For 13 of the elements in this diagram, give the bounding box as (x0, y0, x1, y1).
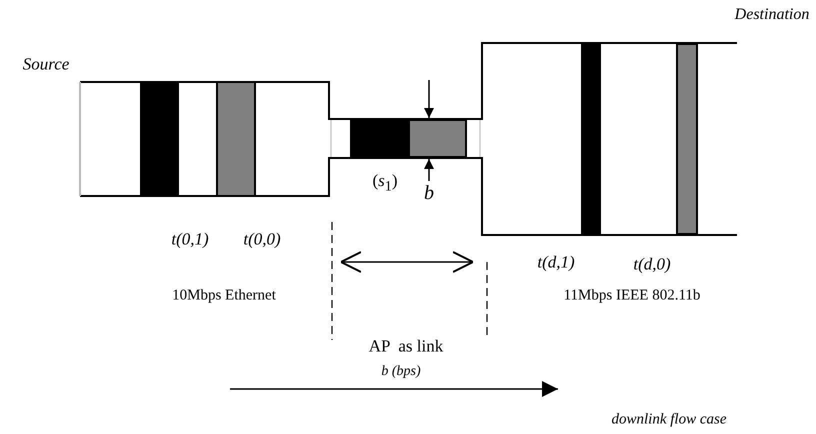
packet-time-label: t(0,1) (171, 230, 209, 248)
packet-time-label: t(d,1) (537, 254, 575, 270)
endpoint-label: Destination (734, 7, 810, 23)
endpoint-label: Source (22, 56, 70, 72)
link-label: AP as link (368, 338, 444, 354)
rate-label: b (bps) (381, 365, 421, 379)
packet-time-label: t(d,0) (633, 256, 671, 272)
packet-time-label: t(0,0) (243, 230, 281, 248)
segment-label: (s$_{1}$) (372, 172, 398, 194)
flow-label: downlink flow case (612, 412, 726, 428)
network-label: 11Mbps IEEE 802.11b (564, 288, 700, 304)
variable-label: b (424, 183, 434, 203)
network-label: 10Mbps Ethernet (172, 288, 276, 304)
